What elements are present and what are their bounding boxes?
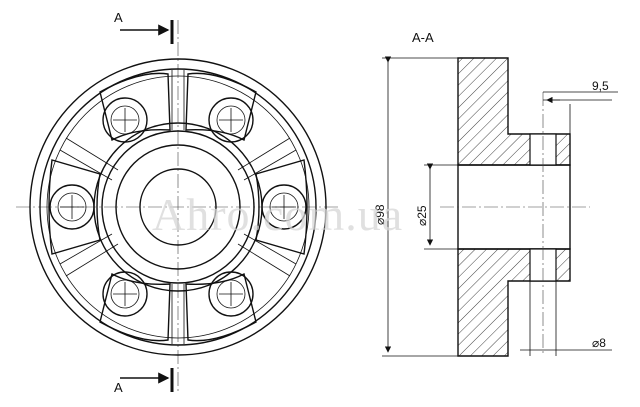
spokes xyxy=(59,70,297,344)
section-view: A-A ⌀98 ⌀25 9,5 xyxy=(373,30,618,357)
spoke xyxy=(237,243,291,277)
pocket-right xyxy=(255,159,308,255)
section-mark-top: A xyxy=(114,10,123,25)
outer-rim-inner xyxy=(39,68,317,346)
pocket-bottom-right xyxy=(185,272,257,342)
bolt-holes xyxy=(49,97,307,317)
bolt-hole xyxy=(208,271,254,317)
section-arrow-bottom: A xyxy=(114,368,174,395)
dimension-outer: ⌀98 xyxy=(373,56,458,357)
dimension-outer-label: ⌀98 xyxy=(373,204,387,225)
section-mark-bottom: A xyxy=(114,380,123,395)
dimension-hole: ⌀8 xyxy=(520,281,612,356)
section-title: A-A xyxy=(412,30,434,45)
pocket-top-left xyxy=(99,72,171,142)
watermark: Ahro.com.ua xyxy=(152,189,403,240)
dimension-hole-label: ⌀8 xyxy=(592,336,606,350)
hub-step xyxy=(101,130,255,284)
spoke xyxy=(243,149,297,181)
outer-rim-chamfer xyxy=(46,75,310,339)
pocket-top-right xyxy=(185,72,257,142)
spoke xyxy=(65,243,119,277)
hub-face xyxy=(115,144,241,270)
pocket-bottom-left xyxy=(99,272,171,342)
dimension-bore-label: ⌀25 xyxy=(415,205,429,226)
dimension-offset: 9,5 xyxy=(543,79,618,134)
front-view: A A xyxy=(16,10,340,395)
spoke xyxy=(237,137,291,171)
spoke xyxy=(65,137,119,171)
bolt-hole xyxy=(208,97,254,143)
center-bore xyxy=(139,168,217,246)
section-arrow-top: A xyxy=(114,10,174,44)
dimension-offset-label: 9,5 xyxy=(592,79,609,93)
spoke xyxy=(243,233,297,265)
bolt-hole xyxy=(49,184,95,230)
outer-rim xyxy=(29,58,327,356)
bolt-hole xyxy=(102,97,148,143)
bolt-hole xyxy=(102,271,148,317)
dimension-bore: ⌀25 xyxy=(415,163,458,250)
rib-pockets xyxy=(48,72,308,342)
pocket-left xyxy=(48,159,101,255)
spoke xyxy=(59,233,113,265)
spoke xyxy=(59,149,113,181)
bolt-hole xyxy=(261,184,307,230)
